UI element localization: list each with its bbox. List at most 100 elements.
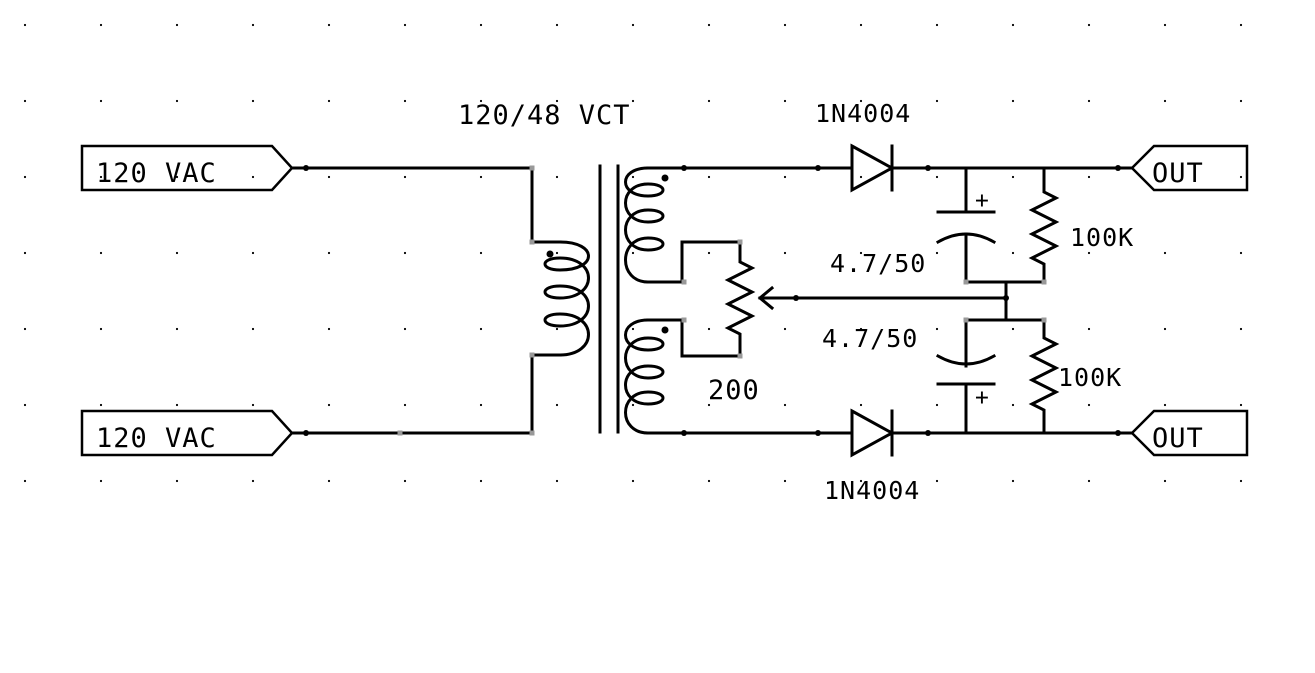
input-wires <box>290 166 562 435</box>
junction-dot <box>303 165 309 171</box>
grid-dot <box>935 23 939 27</box>
grid-dot <box>99 23 103 27</box>
output-port-bottom-label: OUT <box>1152 423 1204 454</box>
pin-marker <box>963 279 969 285</box>
pin-marker <box>681 317 687 323</box>
grid-dot <box>1163 23 1167 27</box>
pin-marker <box>529 165 535 171</box>
grid-dot <box>99 403 103 407</box>
grid-dot <box>1163 479 1167 483</box>
grid-dot <box>555 327 559 331</box>
diode-bottom: 1N4004 <box>824 408 920 505</box>
potentiometer-label: 200 <box>708 375 760 406</box>
grid-dot <box>935 479 939 483</box>
junction-dot <box>681 165 687 171</box>
grid-dot <box>175 403 179 407</box>
grid-dot <box>251 479 255 483</box>
pin-marker <box>737 239 743 245</box>
grid-dot <box>935 175 939 179</box>
grid-dot <box>859 251 863 255</box>
pin-marker <box>737 353 743 359</box>
grid-dot <box>327 175 331 179</box>
grid-dot <box>631 403 635 407</box>
grid-dot <box>1239 403 1243 407</box>
pin-marker <box>1041 279 1047 285</box>
grid-dot <box>175 23 179 27</box>
junction-dot <box>303 430 309 436</box>
pin-marker <box>529 430 535 436</box>
output-port-bottom[interactable]: OUT <box>1130 409 1249 457</box>
grid-dot <box>251 99 255 103</box>
grid-dot <box>23 327 27 331</box>
grid-dot <box>327 403 331 407</box>
pin-marker <box>963 317 969 323</box>
transformer: 120/48 VCT <box>458 100 669 435</box>
grid-dot <box>1239 479 1243 483</box>
grid-dot <box>175 327 179 331</box>
grid-dot <box>707 23 711 27</box>
grid-dot <box>859 403 863 407</box>
grid-dot <box>1239 175 1243 179</box>
grid-dot <box>403 403 407 407</box>
grid-dot <box>175 99 179 103</box>
grid-dots <box>23 23 1243 483</box>
grid-dot <box>1163 327 1167 331</box>
grid-dot <box>327 479 331 483</box>
grid-dot <box>707 175 711 179</box>
grid-dot <box>935 251 939 255</box>
grid-dot <box>1087 327 1091 331</box>
grid-dot <box>707 403 711 407</box>
grid-dot <box>935 403 939 407</box>
pin-marker <box>529 239 535 245</box>
diode-top-label: 1N4004 <box>815 99 911 128</box>
secondary-bottom-phase-dot <box>661 326 669 334</box>
grid-dot <box>479 99 483 103</box>
grid-dot <box>327 327 331 331</box>
input-port-bottom[interactable]: 120 VAC <box>80 409 294 457</box>
grid-dot <box>1087 479 1091 483</box>
grid-dot <box>935 327 939 331</box>
pin-marker <box>681 279 687 285</box>
output-port-top[interactable]: OUT <box>1130 144 1249 192</box>
grid-dot <box>403 327 407 331</box>
pin-marker <box>529 352 535 358</box>
junction-dots <box>303 165 1121 436</box>
grid-dot <box>1011 99 1015 103</box>
grid-dot <box>23 403 27 407</box>
grid-dot <box>783 175 787 179</box>
grid-dot <box>555 23 559 27</box>
grid-dot <box>327 99 331 103</box>
capacitor-bottom-label: 4.7/50 <box>822 324 918 353</box>
grid-dot <box>327 251 331 255</box>
grid-dot <box>23 99 27 103</box>
secondary-top-phase-dot <box>661 174 669 182</box>
grid-dot <box>707 99 711 103</box>
grid-dot <box>631 327 635 331</box>
secondary-winding-top <box>624 166 665 284</box>
junction-dot <box>815 430 821 436</box>
input-port-top[interactable]: 120 VAC <box>80 144 294 192</box>
grid-dot <box>631 479 635 483</box>
diode-bottom-label: 1N4004 <box>824 476 920 505</box>
capacitor-bottom-polarity: + <box>975 385 990 411</box>
grid-dot <box>555 99 559 103</box>
grid-dot <box>1087 99 1091 103</box>
input-port-bottom-label: 120 VAC <box>96 423 217 454</box>
transformer-label: 120/48 VCT <box>458 100 631 131</box>
grid-dot <box>1239 23 1243 27</box>
grid-dot <box>859 175 863 179</box>
output-rails <box>890 166 1134 435</box>
grid-dot <box>403 479 407 483</box>
grid-dot <box>1011 327 1015 331</box>
grid-dot <box>251 327 255 331</box>
junction-dot <box>793 295 799 301</box>
grid-dot <box>935 99 939 103</box>
grid-dot <box>479 175 483 179</box>
grid-dot <box>631 23 635 27</box>
grid-dot <box>1163 175 1167 179</box>
resistor-top: 100K <box>1028 166 1134 284</box>
grid-dot <box>555 403 559 407</box>
resistor-top-label: 100K <box>1070 223 1134 252</box>
grid-dot <box>1011 23 1015 27</box>
grid-dot <box>631 175 635 179</box>
